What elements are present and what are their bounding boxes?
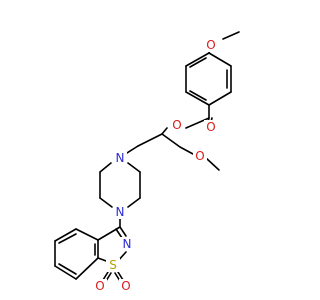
ether-oxygen: O: [195, 149, 204, 163]
sulfonyl-oxygen-right: O: [121, 279, 130, 293]
isothiazole-nitrogen: N: [123, 237, 132, 251]
atom-labels: O O O O N N N S O O: [93, 38, 218, 293]
carbonyl-oxygen: O: [206, 120, 215, 134]
sulfur-atom: S: [109, 258, 117, 272]
canvas-background: [0, 0, 300, 300]
ester-oxygen: O: [172, 118, 181, 132]
piperazine-nitrogen-upper: N: [116, 151, 125, 165]
molecule-structure: O O O O N N N S O O: [0, 0, 300, 300]
piperazine-nitrogen-lower: N: [116, 205, 125, 219]
sulfonyl-oxygen-left: O: [95, 279, 104, 293]
methoxy-oxygen-top: O: [206, 38, 215, 52]
